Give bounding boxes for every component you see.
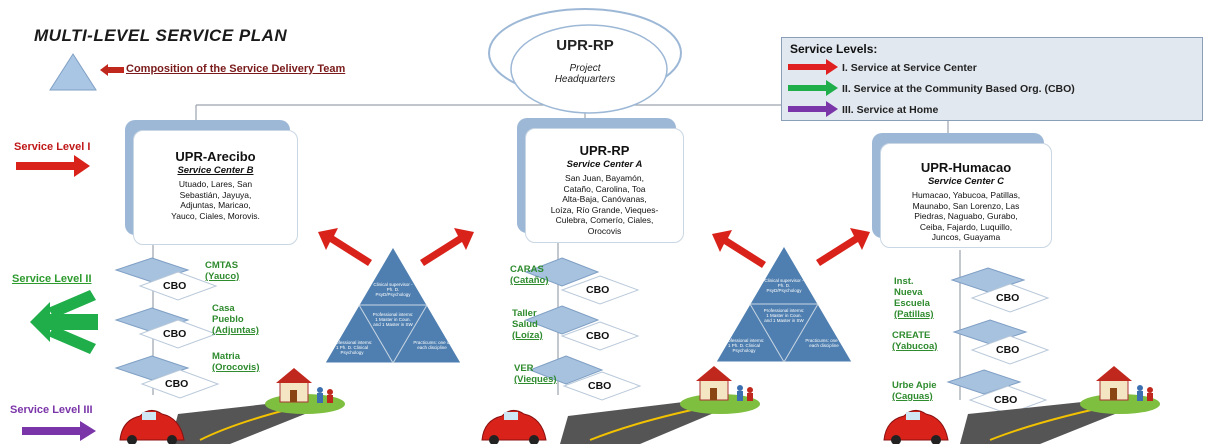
- team-triangle-left: [324, 246, 462, 364]
- legend-arrows: [788, 59, 838, 117]
- center-rp: UPR-RP Service Center A San Juan, Bayamó…: [525, 128, 684, 243]
- cbo-humacao-1-label: CBO: [996, 292, 1020, 304]
- site-create: CREATE (Yabucoa): [892, 330, 938, 352]
- triangle-left-middle-text: Professional interns: 1 Master in Coun. …: [372, 312, 414, 327]
- center-humacao-towns: Humacao, Yabucoa, Patillas, Maunabo, San…: [911, 190, 1021, 242]
- site-matria: Matria (Orocovis): [212, 351, 260, 373]
- center-humacao: UPR-Humacao Service Center C Humacao, Ya…: [880, 143, 1052, 248]
- site-taller-salud: Taller Salud (Loíza): [512, 308, 543, 341]
- center-humacao-subtitle: Service Center C: [927, 176, 1005, 187]
- site-ver: VER (Vieques): [514, 363, 557, 385]
- headquarters-node: UPR-RP Project Headquarters: [487, 5, 683, 123]
- composition-arrow-icon: [100, 64, 124, 76]
- headquarters-subtitle: Project Headquarters: [554, 63, 616, 85]
- legend-item-level3: III. Service at Home: [842, 104, 939, 116]
- service-level-3-arrow-icon: [22, 421, 96, 441]
- family-rp-icon: [737, 385, 753, 401]
- service-levels-legend: Service Levels: I. Service at Service Ce…: [781, 37, 1203, 121]
- legend-arrow-level3-icon: [788, 101, 838, 117]
- arrow-to-humacao-icon: [816, 228, 870, 266]
- triangle-right-middle-text: Professional interns: 1 Master in Coun. …: [763, 308, 805, 323]
- headquarters-name: UPR-RP: [556, 37, 614, 54]
- cbo-humacao-2-label: CBO: [996, 344, 1020, 356]
- center-rp-towns: San Juan, Bayamón, Cataño, Carolina, Toa…: [550, 173, 659, 236]
- center-arecibo: UPR-Arecibo Service Center B Utuado, Lar…: [133, 130, 298, 245]
- service-level-3-label: Service Level III: [10, 404, 93, 416]
- site-urbe-apie: Urbe Apie (Caguas): [892, 380, 937, 402]
- center-rp-name: UPR-RP: [579, 143, 630, 158]
- family-humacao-icon: [1137, 385, 1153, 401]
- cbo-arecibo-1-label: CBO: [163, 280, 187, 292]
- diagram-title: MULTI-LEVEL SERVICE PLAN: [34, 26, 288, 45]
- car-humacao-icon: [883, 410, 949, 444]
- house-arecibo-icon: [276, 368, 312, 403]
- center-arecibo-subtitle: Service Center B: [177, 165, 254, 176]
- legend-item-level2: II. Service at the Community Based Org. …: [842, 83, 1075, 95]
- house-humacao-icon: [1096, 366, 1132, 401]
- team-triangle-right: [715, 245, 853, 363]
- cbo-rp-1-label: CBO: [586, 284, 610, 296]
- service-level-2-label: Service Level II: [12, 273, 92, 285]
- site-cmtas: CMTAS (Yauco): [205, 260, 240, 282]
- center-humacao-name: UPR-Humacao: [920, 160, 1012, 175]
- legend-arrow-level2-icon: [788, 80, 838, 96]
- service-level-2-branch-arrow-icon: [30, 290, 98, 354]
- arrow-to-rp-right-icon: [712, 230, 766, 268]
- car-rp-icon: [481, 410, 547, 444]
- legend-item-level1: I. Service at Service Center: [842, 62, 977, 74]
- triangle-right-top-text: Clinical supervisor - Ph. D. PsyD/Psycho…: [764, 278, 804, 293]
- composition-triangle-icon: [49, 53, 97, 91]
- road-humacao: [960, 394, 1160, 444]
- center-arecibo-name: UPR-Arecibo: [175, 149, 256, 164]
- car-arecibo-icon: [119, 410, 185, 444]
- triangle-right-left-text: Professional interns: 1 Ph. D. Clinical …: [723, 338, 765, 353]
- arrow-to-rp-left-icon: [420, 228, 474, 266]
- center-rp-subtitle: Service Center A: [566, 159, 643, 170]
- service-level-1-arrow-icon: [16, 155, 90, 177]
- triangle-left-left-text: Professional interns: 1 Ph. D. Clinical …: [331, 340, 373, 355]
- site-caras: CARAS (Cataño): [510, 264, 549, 286]
- cbo-rp-3-label: CBO: [588, 380, 612, 392]
- triangle-left-right-text: Practicums: one of each discipline: [413, 340, 451, 350]
- triangle-right-right-text: Practicums: one of each discipline: [805, 338, 843, 348]
- site-casa-pueblo: Casa Pueblo (Adjuntas): [212, 303, 259, 336]
- center-arecibo-towns: Utuado, Lares, San Sebastián, Jayuya, Ad…: [171, 179, 260, 221]
- legend-title: Service Levels:: [790, 42, 878, 56]
- composition-label: Composition of the Service Delivery Team: [126, 63, 346, 75]
- cbo-humacao-3-label: CBO: [994, 394, 1018, 406]
- cbo-arecibo-3-label: CBO: [165, 378, 189, 390]
- site-inst-nueva-escuela: Inst. Nueva Escuela (Patillas): [894, 276, 934, 320]
- legend-arrow-level1-icon: [788, 59, 838, 75]
- house-rp-icon: [696, 366, 732, 401]
- cbo-arecibo-2-label: CBO: [163, 328, 187, 340]
- service-level-1-label: Service Level I: [14, 141, 91, 153]
- cbo-rp-2-label: CBO: [586, 330, 610, 342]
- arrow-to-arecibo-icon: [318, 228, 372, 266]
- road-rp: [560, 394, 760, 444]
- family-arecibo-icon: [317, 387, 333, 403]
- triangle-left-top-text: Clinical supervisor - Ph. D. PsyD/Psycho…: [373, 282, 413, 297]
